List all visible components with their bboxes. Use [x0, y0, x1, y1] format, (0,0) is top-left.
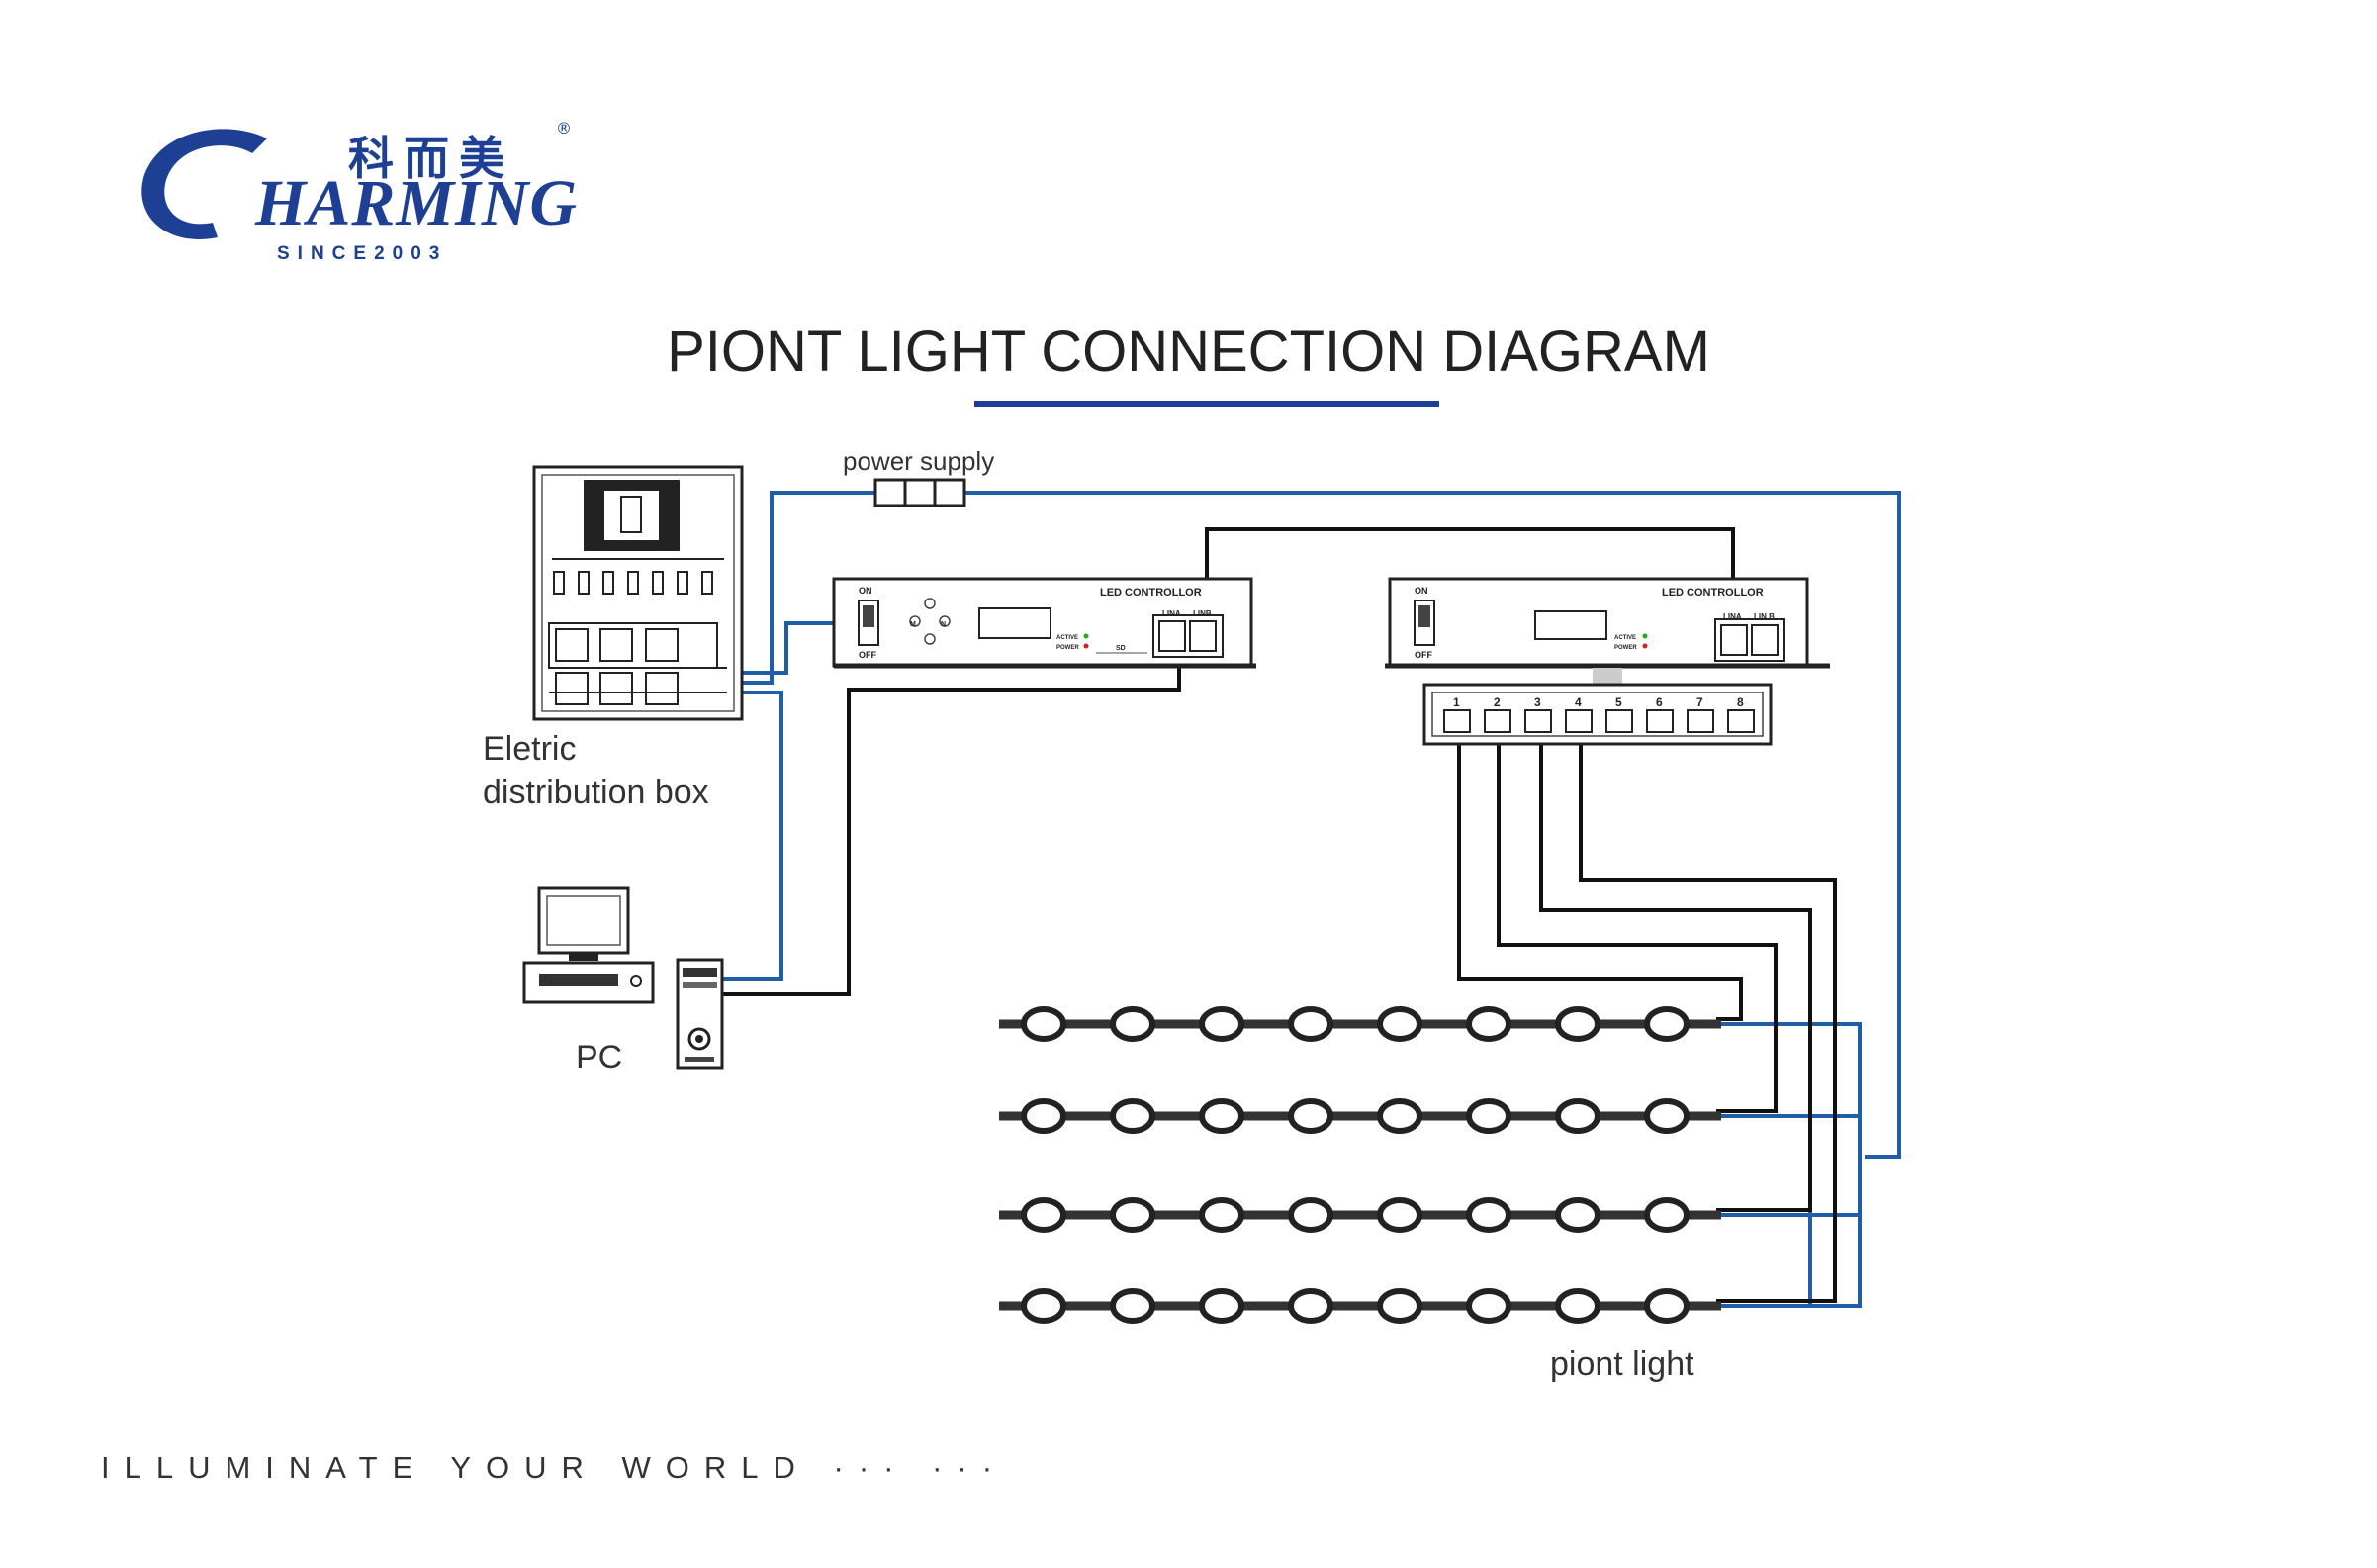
controller-right-led-power: POWER [1614, 645, 1637, 651]
controller-right-port-b: LIN B [1754, 612, 1775, 621]
splitter-port-label: 4 [1575, 695, 1582, 709]
point-light-icon [1644, 1006, 1690, 1042]
brand-chinese-name: 科而美 [348, 132, 514, 185]
point-light-icon [1288, 1098, 1333, 1134]
splitter-port-label: 5 [1615, 695, 1622, 709]
brand-logo: 科而美 ® HARMING SINCE2003 [129, 109, 603, 277]
registered-mark: ® [556, 119, 572, 138]
point-light-icon [1199, 1288, 1244, 1324]
keyboard-icon [522, 961, 655, 1004]
point-light-icon [1110, 1006, 1155, 1042]
controller-left-switch-off: OFF [859, 650, 876, 660]
controller-right-switch-off: OFF [1415, 650, 1432, 660]
point-light-icon [1021, 1288, 1066, 1324]
signal-lines [722, 527, 1837, 1303]
splitter-port [1646, 709, 1674, 733]
splitter-port-label: 7 [1696, 695, 1703, 709]
pc-label: PC [576, 1039, 622, 1076]
point-light-icon [1644, 1197, 1690, 1233]
splitter-port [1687, 709, 1714, 733]
splitter-port-label: 8 [1737, 695, 1744, 709]
point-light-strings [999, 1006, 1721, 1324]
point-light-icon [1199, 1098, 1244, 1134]
point-light-icon [1199, 1197, 1244, 1233]
controller-right-led-active: ACTIVE [1614, 635, 1636, 641]
point-light-icon [1021, 1006, 1066, 1042]
led-controller-right [1385, 577, 1830, 684]
controller-left-btn-right: N [941, 621, 946, 628]
splitter-port-label: 3 [1534, 695, 1541, 709]
point-light-icon [1288, 1006, 1333, 1042]
splitter-port [1727, 709, 1755, 733]
controller-left-switch-on: ON [859, 586, 872, 596]
splitter-port [1565, 709, 1593, 733]
pc-tower-icon [676, 958, 724, 1070]
point-light-icon [1644, 1098, 1690, 1134]
distribution-box-label-line1: Eletric [483, 730, 576, 768]
controller-left-sd: SD [1116, 645, 1126, 652]
point-light-icon [1288, 1288, 1333, 1324]
splitter-port-label: 1 [1453, 695, 1460, 709]
point-light-icon [1555, 1197, 1600, 1233]
monitor-icon [537, 886, 630, 961]
splitter-port-label: 2 [1494, 695, 1501, 709]
point-light-icon [1199, 1006, 1244, 1042]
tagline: ILLUMINATE YOUR WORLD ··· ··· [101, 1450, 1008, 1485]
title-underline [974, 401, 1439, 407]
brand-wordmark: HARMING [255, 167, 579, 239]
point-light-icon [1288, 1197, 1333, 1233]
point-light-icon [1021, 1197, 1066, 1233]
splitter-ports: 1 2 3 4 5 6 7 8 [1443, 695, 1755, 733]
point-light-icon [1466, 1006, 1511, 1042]
controller-right-switch-on: ON [1415, 586, 1428, 596]
distribution-box-icon [532, 465, 744, 721]
brand-since: SINCE2003 [277, 243, 448, 264]
logo-c-swoosh-icon [141, 129, 267, 239]
splitter-port [1524, 709, 1552, 733]
controller-left-btn-left: M [910, 621, 916, 628]
splitter-port [1443, 709, 1471, 733]
controller-left-port-b: LINB [1193, 609, 1212, 618]
controller-left-port-a: LINA [1162, 609, 1181, 618]
point-light-icon [1466, 1288, 1511, 1324]
point-light-icon [1110, 1288, 1155, 1324]
splitter-port-label: 6 [1656, 695, 1663, 709]
point-light-icon [1555, 1006, 1600, 1042]
controller-right-port-a: LINA [1723, 612, 1742, 621]
controller-left-led-power: POWER [1056, 645, 1079, 651]
led-controller-left [832, 577, 1256, 669]
controller-left-led-active: ACTIVE [1056, 635, 1078, 641]
point-light-icon [1377, 1006, 1422, 1042]
point-light-icon [1377, 1288, 1422, 1324]
splitter-port [1484, 709, 1511, 733]
point-light-label: piont light [1550, 1345, 1694, 1383]
splitter-port [1605, 709, 1633, 733]
controller-right-name: LED CONTROLLOR [1662, 587, 1764, 599]
point-light-icon [1377, 1197, 1422, 1233]
page-title: PIONT LIGHT CONNECTION DIAGRAM [667, 320, 1710, 384]
point-light-icon [1110, 1098, 1155, 1134]
point-light-icon [1466, 1098, 1511, 1134]
point-light-icon [1555, 1288, 1600, 1324]
point-light-icon [1466, 1197, 1511, 1233]
point-light-icon [1110, 1197, 1155, 1233]
point-light-icon [1021, 1098, 1066, 1134]
point-light-icon [1377, 1098, 1422, 1134]
point-light-icon [1644, 1288, 1690, 1324]
splitter-icon [1422, 683, 1773, 746]
distribution-box-label-line2: distribution box [483, 774, 709, 811]
point-light-icon [1555, 1098, 1600, 1134]
controller-left-name: LED CONTROLLOR [1100, 587, 1202, 599]
power-supply-icon [873, 478, 966, 507]
power-supply-label: power supply [843, 446, 994, 476]
